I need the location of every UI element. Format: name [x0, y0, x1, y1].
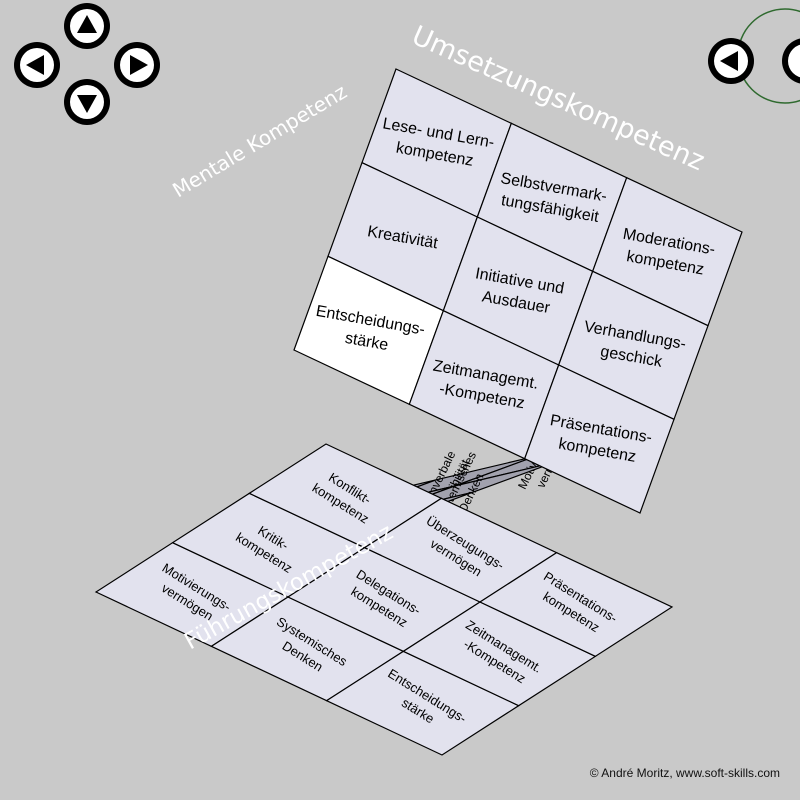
cube-cell-right-2-0[interactable]: Entscheidungs-stärke	[293, 255, 445, 406]
arrow-down-icon	[77, 95, 97, 113]
cube-face-umsetzungskompetenz[interactable]: Lese- und Lern-kompetenzSelbstvermark-tu…	[293, 68, 743, 514]
forward-button[interactable]	[782, 38, 800, 84]
cube-cell-bottom-0-2[interactable]: Entscheidungs-stärke	[325, 650, 520, 756]
rotate-down-button[interactable]	[64, 79, 110, 125]
cube-cell-bottom-0-1[interactable]: SystemischesDenken	[210, 596, 405, 702]
cube-cell-bottom-0-0[interactable]: Motivierungs-vermögen	[94, 541, 290, 648]
arrow-back-icon	[720, 51, 738, 71]
cube-cell-bottom-2-1[interactable]: Überzeugungs-vermögen	[363, 497, 558, 603]
top-right-navigation	[708, 8, 800, 104]
cube-cell-bottom-1-2[interactable]: Zeitmanagemt.-Kompetenz	[402, 601, 597, 707]
competence-cube[interactable]: Menschen-kenntnisKonstruktiveLebenseinst…	[94, 68, 743, 756]
cube-cell-bottom-1-0[interactable]: Kritik-kompetenz	[171, 492, 366, 598]
rotate-left-button[interactable]	[14, 42, 60, 88]
arrow-left-icon	[26, 55, 44, 75]
cube-face-fuehrungskompetenz[interactable]: Motivierungs-vermögenSystemischesDenkenE…	[94, 443, 674, 756]
arrow-right-icon	[130, 55, 148, 75]
cube-cell-bottom-2-2[interactable]: Präsentations-kompetenz	[478, 551, 674, 658]
back-button[interactable]	[708, 38, 754, 84]
face-label-mentale-kompetenz: Mentale Kompetenz	[168, 79, 351, 202]
rotate-up-button[interactable]	[64, 3, 110, 49]
cube-cell-bottom-2-0[interactable]: Konflikt-kompetenz	[248, 443, 443, 549]
rotate-right-button[interactable]	[114, 42, 160, 88]
copyright-notice: © André Moritz, www.soft-skills.com	[589, 766, 780, 780]
arrow-up-icon	[77, 15, 97, 33]
cube-cell-right-2-1[interactable]: Zeitmanagemt.-Kompetenz	[408, 309, 560, 460]
cube-cell-bottom-1-1[interactable]: Delegations-kompetenz	[286, 546, 482, 653]
rotate-dpad	[14, 3, 160, 125]
cube-cell-right-2-2[interactable]: Präsentations-kompetenz	[523, 364, 675, 514]
